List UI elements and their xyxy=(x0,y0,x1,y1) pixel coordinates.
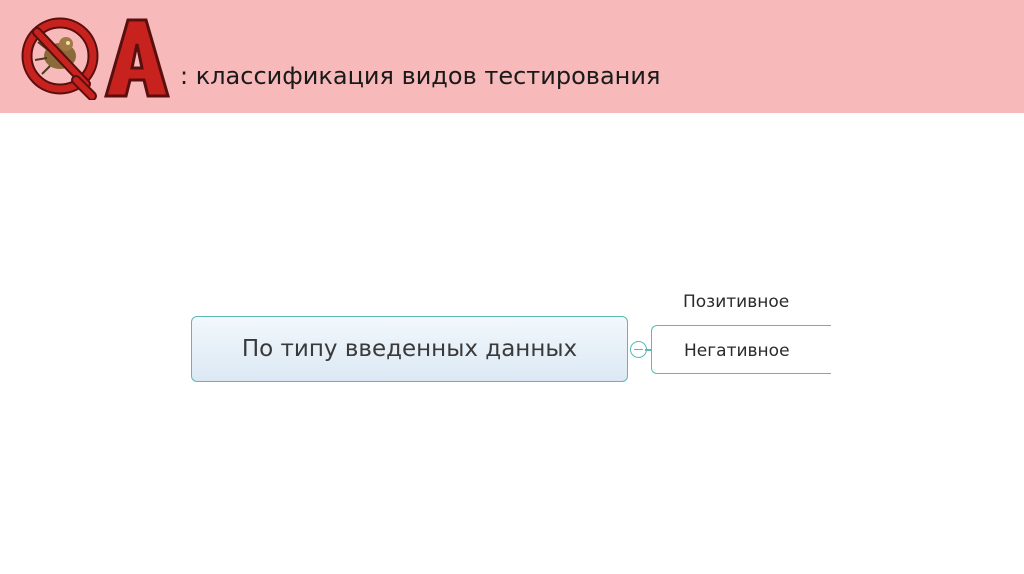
connector-line xyxy=(645,349,652,351)
page-title: : классификация видов тестирования xyxy=(180,62,661,90)
subtopic-positive[interactable]: Позитивное xyxy=(683,292,790,312)
subtopic-negative[interactable]: Негативное xyxy=(684,341,790,361)
qa-bug-logo-icon xyxy=(21,17,170,100)
central-topic[interactable]: По типу введенных данных xyxy=(191,316,628,382)
header-bar: : классификация видов тестирования xyxy=(0,0,1024,113)
branch-bracket xyxy=(651,325,831,374)
central-topic-label: По типу введенных данных xyxy=(241,336,578,362)
